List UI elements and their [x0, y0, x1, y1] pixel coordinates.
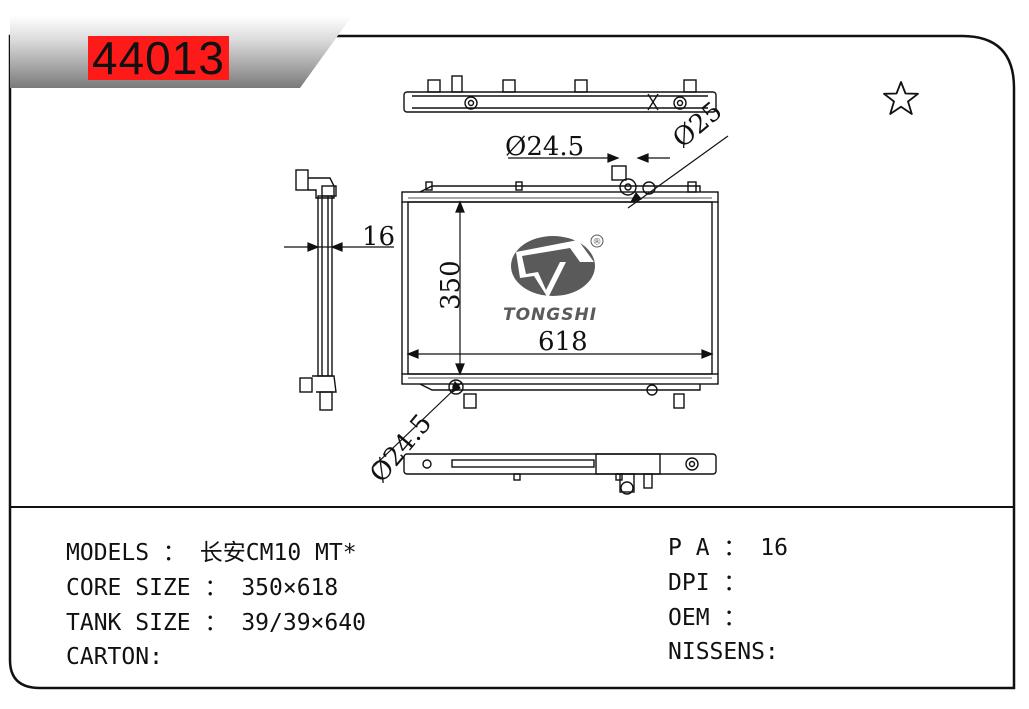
outer-frame [8, 34, 1016, 690]
svg-text:®: ® [593, 238, 602, 248]
spec-pa: P A ： 16 [668, 535, 788, 561]
brand-name: TONGSHI [503, 305, 598, 325]
spec-tank-size: TANK SIZE ： 39/39×640 [66, 610, 366, 636]
dim-core-thickness: 16 [362, 222, 396, 252]
part-number: 44013 [88, 35, 229, 81]
dimension-lines [284, 135, 729, 469]
front-view [401, 165, 719, 409]
radiator-drawing [295, 75, 719, 495]
dim-core-width: 618 [538, 327, 588, 357]
dim-core-height: 350 [436, 260, 466, 310]
top-view [403, 75, 717, 113]
spec-nissens: NISSENS: [668, 639, 779, 665]
spec-dpi: DPI ： [668, 570, 747, 596]
spec-carton: CARTON: [66, 644, 163, 670]
core-fins [408, 197, 712, 379]
star-outline-icon[interactable] [882, 80, 920, 116]
spec-core-size: CORE SIZE ： 350×618 [66, 575, 339, 601]
bottom-view [403, 453, 717, 495]
dim-inlet-diameter: Ø24.5 [505, 132, 585, 162]
side-view [295, 169, 337, 411]
brand-logo: ® [511, 234, 604, 298]
spec-models: MODELS ： 长安CM10 MT* [66, 540, 357, 566]
spec-oem: OEM ： [668, 605, 747, 631]
